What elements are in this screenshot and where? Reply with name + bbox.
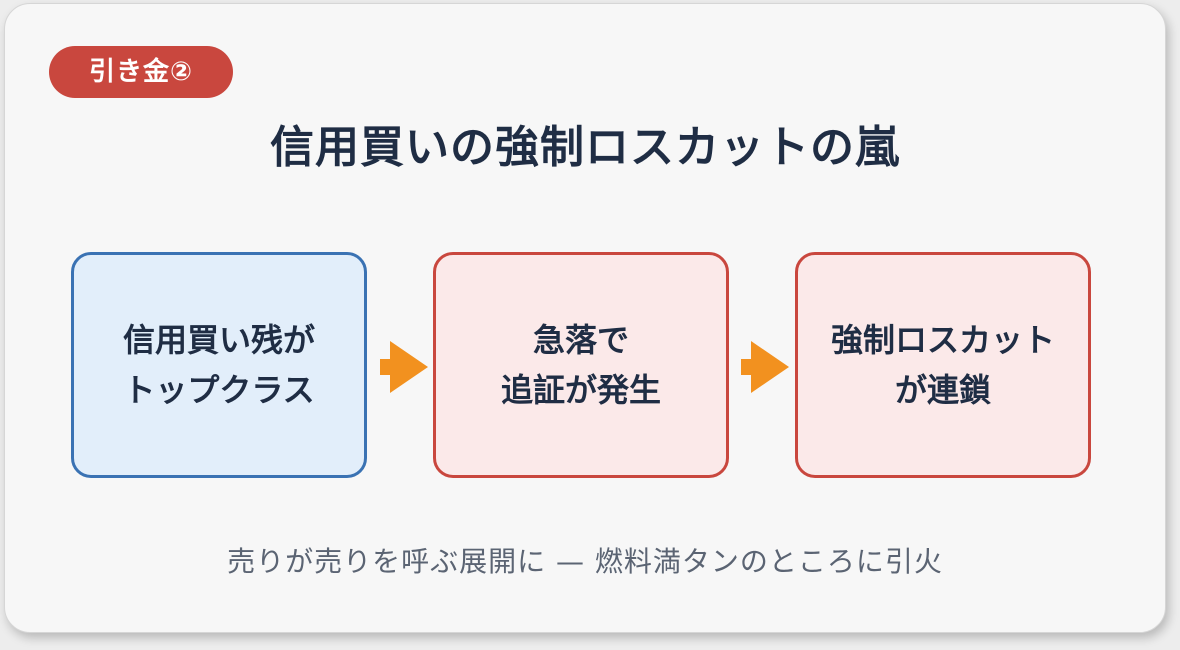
caption: 売りが売りを呼ぶ展開に — 燃料満タンのところに引火 — [227, 545, 943, 578]
trigger-tag: 引き金② — [49, 46, 233, 98]
step-2-box: 急落で 追証が発生 — [433, 252, 729, 478]
step-1-line-1: 信用買い残が — [122, 321, 315, 359]
step-3-line-1: 強制ロスカット — [830, 321, 1055, 359]
step-2-line-2: 追証が発生 — [500, 371, 661, 409]
step-1-line-2: トップクラス — [123, 371, 315, 409]
step-1-box: 信用買い残が トップクラス — [71, 252, 367, 478]
page-title: 信用買いの強制ロスカットの嵐 — [270, 122, 900, 173]
step-2-line-1: 急落で — [532, 321, 629, 359]
step-3-box: 強制ロスカット が連鎖 — [795, 252, 1091, 478]
card: 引き金② 信用買いの強制ロスカットの嵐 信用買い残が トップクラス 急落で 追証… — [4, 3, 1166, 633]
arrow-right-icon — [380, 341, 428, 393]
step-3-line-2: が連鎖 — [894, 371, 991, 409]
arrow-right-icon — [741, 341, 789, 393]
